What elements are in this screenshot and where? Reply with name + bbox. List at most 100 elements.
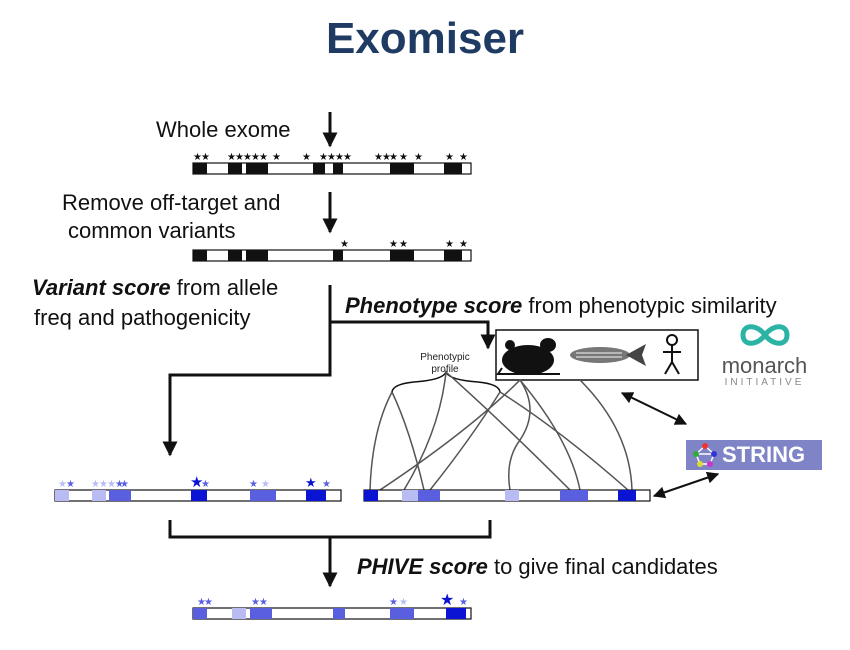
variant-star-icon: ★	[440, 590, 454, 609]
exon-segment	[333, 608, 345, 619]
exon-segment	[109, 490, 131, 501]
gene-bar-outline	[192, 607, 472, 620]
exon-segment	[306, 490, 326, 501]
merge-bracket	[168, 520, 492, 539]
variant-star-icon: ★	[120, 479, 129, 490]
gene-bar-variant-score: ★★★★★★★★★★★★★	[54, 473, 342, 502]
exon-segment	[191, 490, 207, 501]
phenotypic-profile-label: Phenotypic profile	[410, 352, 480, 376]
exon-segment	[444, 250, 462, 261]
variant-star-icon: ★	[204, 597, 213, 608]
variant-star-icon: ★	[251, 152, 260, 163]
variant-star-icon: ★	[302, 152, 311, 163]
monarch-logo-icon	[739, 324, 790, 346]
variant-score-rest: from allele	[170, 275, 279, 300]
variant-star-icon: ★	[374, 152, 383, 163]
variant-star-icon: ★	[190, 473, 203, 491]
page-title: Exomiser	[325, 14, 525, 63]
gene-bar-phenotype-score	[363, 489, 651, 502]
exon-segment	[92, 490, 106, 501]
variant-star-icon: ★	[335, 152, 344, 163]
variant-star-icon: ★	[327, 152, 336, 163]
exon-segment	[364, 490, 378, 501]
exon-segment	[444, 163, 462, 174]
string-name: STRING	[722, 442, 806, 467]
exon-segment	[390, 250, 414, 261]
gene-bar-outline	[363, 489, 651, 502]
exon-segment	[390, 608, 414, 619]
variant-star-icon: ★	[99, 479, 108, 490]
variant-star-icon: ★	[66, 479, 75, 490]
monarch-string-link	[620, 392, 688, 425]
exon-segment	[246, 163, 268, 174]
variant-star-icon: ★	[272, 152, 281, 163]
exon-segment	[618, 490, 636, 501]
arrow-phenotype-score	[330, 320, 496, 350]
exon-segment	[250, 608, 272, 619]
variant-score-bold: Variant score	[32, 275, 171, 300]
variant-star-icon: ★	[414, 152, 423, 163]
whole-exome-label: Whole exome	[156, 117, 291, 142]
human-icon	[663, 334, 681, 375]
monarch-initiative-logo: monarch INITIATIVE	[712, 322, 817, 389]
variant-star-icon: ★	[259, 597, 268, 608]
exon-segment	[313, 163, 325, 174]
variant-star-icon: ★	[459, 152, 468, 163]
zebrafish-icon	[570, 344, 646, 366]
variant-star-icon: ★	[107, 479, 116, 490]
exon-segment	[228, 163, 242, 174]
phenotype-score-bold: Phenotype score	[345, 293, 523, 318]
gene-bar-outline	[54, 489, 342, 502]
phive-score-label: PHIVE score to give final candidates	[357, 553, 718, 580]
variant-star-icon: ★	[340, 239, 349, 250]
exon-segment	[333, 163, 343, 174]
variant-star-icon: ★	[399, 597, 408, 608]
phive-score-bold: PHIVE score	[357, 554, 488, 579]
gene-bar-outline	[192, 162, 472, 175]
variant-star-icon: ★	[459, 239, 468, 250]
gene-bar-outline	[192, 249, 472, 262]
phenotype-score-rest: from phenotypic similarity	[522, 293, 777, 318]
phenotype-similarity-tree	[369, 371, 633, 491]
variant-star-icon: ★	[382, 152, 391, 163]
variant-star-icon: ★	[399, 152, 408, 163]
exon-segment	[505, 490, 519, 501]
variant-star-icon: ★	[445, 239, 454, 250]
phenotypic-profile-line1: Phenotypic	[420, 352, 470, 363]
variant-star-icon: ★	[389, 597, 398, 608]
gene-bar-phive-score: ★★★★★★★★	[192, 590, 472, 620]
string-gene-link	[652, 471, 720, 499]
exon-segment	[446, 608, 466, 619]
exon-segment	[193, 608, 207, 619]
remove-variants-label-line1: Remove off-target and	[62, 190, 281, 215]
exon-segment	[228, 250, 242, 261]
variant-star-icon: ★	[322, 479, 331, 490]
variant-star-icon: ★	[197, 597, 206, 608]
exon-segment	[402, 490, 418, 501]
variant-star-icon: ★	[58, 479, 67, 490]
exon-segment	[250, 490, 276, 501]
variant-star-icon: ★	[445, 152, 454, 163]
exon-segment	[193, 163, 207, 174]
variant-star-icon: ★	[259, 152, 268, 163]
phenotypic-profile-line2: profile	[431, 364, 459, 375]
exon-segment	[232, 608, 246, 619]
variant-star-icon: ★	[235, 152, 244, 163]
phenotype-score-label: Phenotype score from phenotypic similari…	[345, 292, 777, 319]
variant-star-icon: ★	[249, 479, 258, 490]
monarch-name: monarch	[721, 353, 808, 378]
variant-star-icon: ★	[193, 152, 202, 163]
model-organism-box	[495, 329, 699, 381]
variant-star-icon: ★	[201, 152, 210, 163]
exon-segment	[333, 250, 343, 261]
string-logo: STRING	[686, 440, 822, 470]
variant-star-icon: ★	[91, 479, 100, 490]
variant-star-icon: ★	[343, 152, 352, 163]
monarch-sub: INITIATIVE	[724, 377, 805, 388]
variant-star-icon: ★	[227, 152, 236, 163]
exon-segment	[193, 250, 207, 261]
variant-star-icon: ★	[115, 479, 124, 490]
variant-star-icon: ★	[399, 239, 408, 250]
exon-segment	[418, 490, 440, 501]
